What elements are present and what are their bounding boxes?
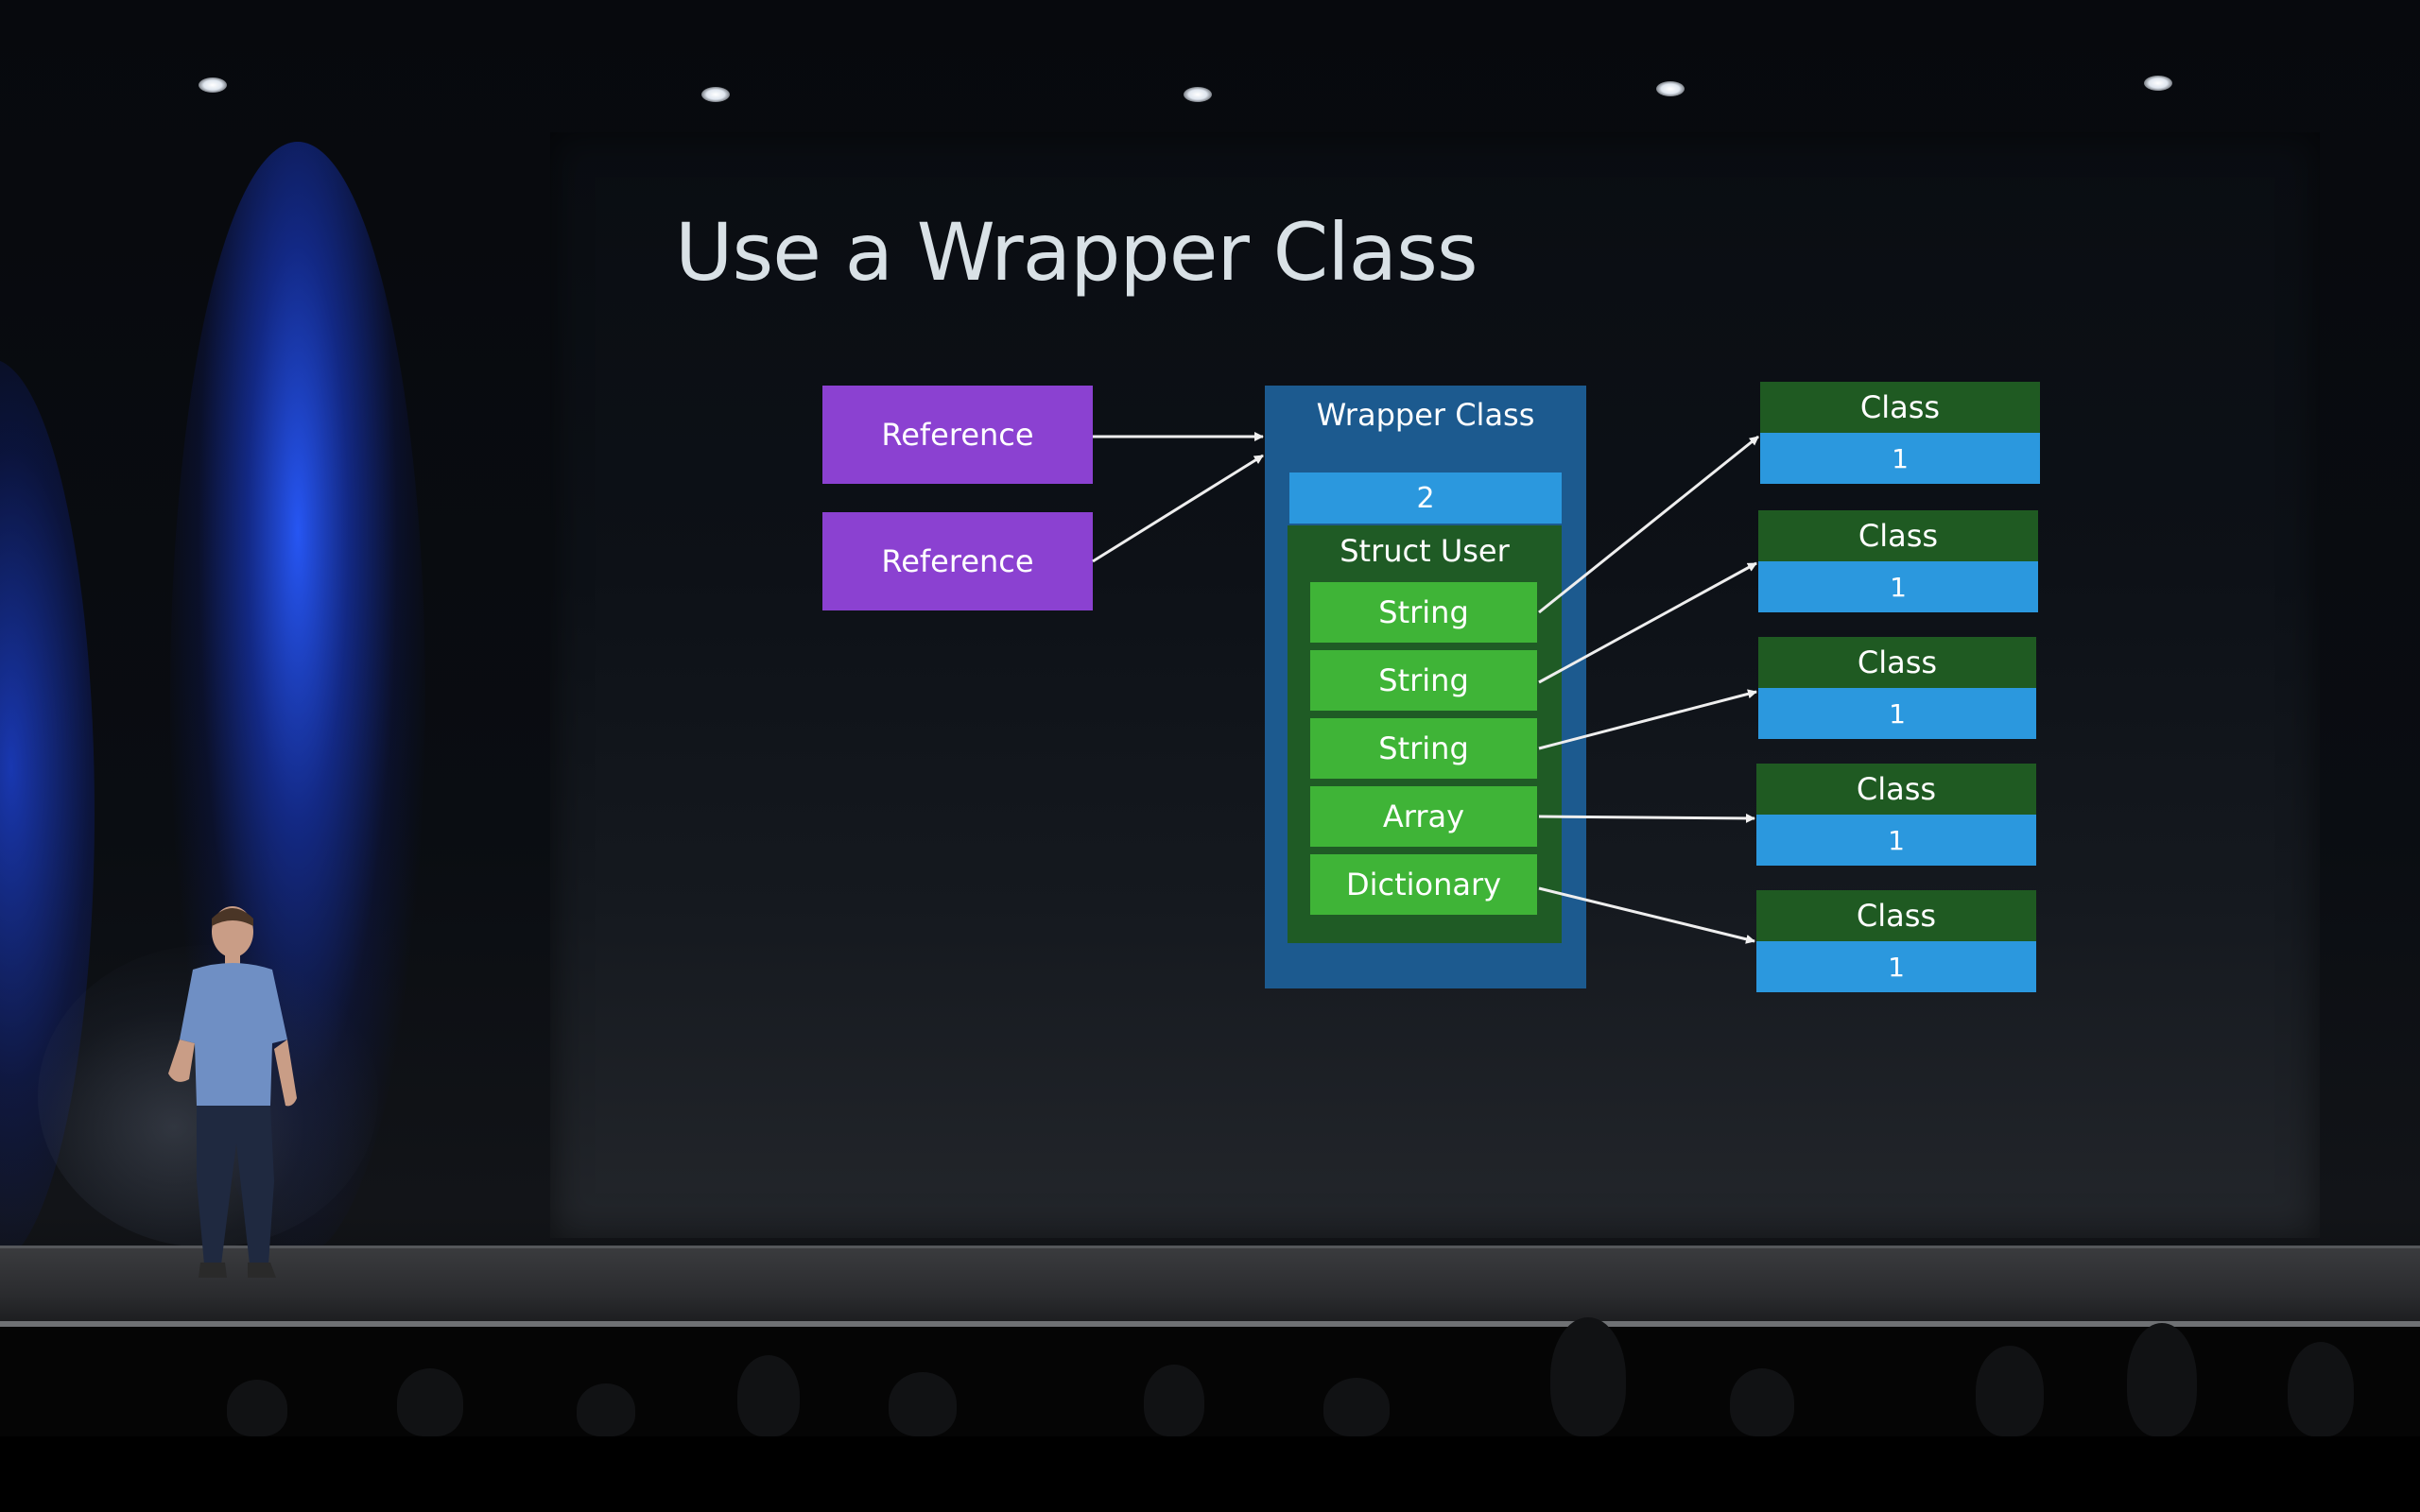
class-header: Class (1756, 764, 2036, 815)
arrow-field-to-class (1538, 813, 1755, 823)
presenter (168, 906, 297, 1278)
reference-box: Reference (822, 386, 1093, 484)
class-header: Class (1758, 637, 2036, 688)
audience-head (227, 1380, 287, 1436)
audience-head (1323, 1378, 1390, 1436)
audience-head (889, 1372, 957, 1436)
wrapper-class-label: Wrapper Class (1316, 397, 1535, 433)
class-refcount: 1 (1758, 561, 2038, 612)
ceiling-light (199, 77, 227, 93)
audience (0, 1317, 2420, 1436)
class-refcount: 1 (1756, 815, 2036, 866)
stage-floor (0, 1246, 2420, 1328)
class-header: Class (1758, 510, 2038, 561)
slide-title: Use a Wrapper Class (675, 206, 1478, 299)
letterbox-bar (0, 1436, 2420, 1512)
audience-head (397, 1368, 463, 1436)
audience-head (577, 1383, 635, 1436)
ceiling-light (1184, 87, 1212, 102)
audience-head (1144, 1365, 1204, 1436)
audience-head (1976, 1346, 2044, 1436)
arrow-field-to-class (1538, 435, 1759, 614)
arrow-field-to-class (1538, 561, 1757, 684)
struct-field-box: String (1310, 582, 1537, 643)
reference-box: Reference (822, 512, 1093, 610)
struct-field-box: String (1310, 718, 1537, 779)
struct-field-box: Array (1310, 786, 1537, 847)
class-header: Class (1760, 382, 2040, 433)
ceiling-light (1656, 81, 1685, 96)
audience-head (2288, 1342, 2354, 1436)
audience-head (737, 1355, 800, 1436)
struct-field-box: Dictionary (1310, 854, 1537, 915)
arrow-reference-to-wrapper (1092, 454, 1264, 563)
struct-user-label: Struct User (1340, 533, 1510, 569)
class-refcount: 1 (1758, 688, 2036, 739)
ceiling-light (2144, 76, 2172, 91)
audience-head (2127, 1323, 2197, 1436)
class-refcount: 1 (1756, 941, 2036, 992)
class-header: Class (1756, 890, 2036, 941)
reference-count-box: 2 (1289, 472, 1562, 524)
ceiling-light (701, 87, 730, 102)
audience-head (1550, 1317, 1626, 1436)
arrow-field-to-class (1538, 886, 1755, 944)
class-refcount: 1 (1760, 433, 2040, 484)
stage-edge (0, 1321, 2420, 1327)
struct-field-box: String (1310, 650, 1537, 711)
arrow-field-to-class (1538, 689, 1757, 750)
audience-head (1730, 1368, 1794, 1436)
